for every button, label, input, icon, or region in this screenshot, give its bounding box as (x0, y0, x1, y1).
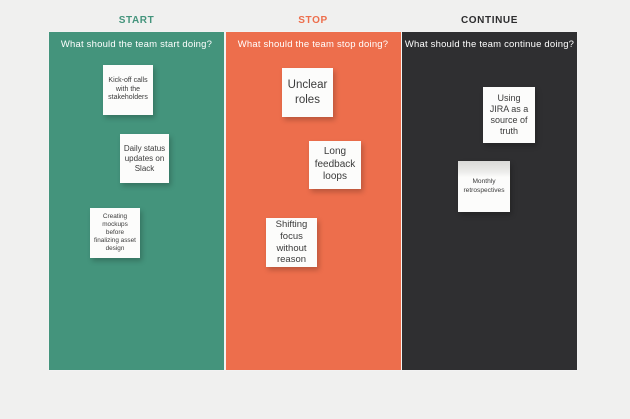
sticky-note-unclear-roles[interactable]: Unclear roles (282, 68, 333, 117)
column-label-stop: STOP (298, 15, 328, 26)
stop-column-prompt: What should the team stop doing? (237, 39, 389, 50)
sticky-note-daily-status[interactable]: Daily status updates on Slack (120, 134, 169, 183)
continue-column-prompt: What should the team continue doing? (404, 39, 575, 50)
column-label-start: START (118, 15, 155, 26)
sticky-note-monthly-retrospectives[interactable]: Monthly retrospectives (458, 161, 510, 212)
sticky-note-using-jira[interactable]: Using JIRA as a source of truth (483, 87, 535, 143)
sticky-note-kickoff-calls[interactable]: Kick-off calls with the stakeholders (103, 65, 153, 115)
column-labels-row: START STOP CONTINUE (49, 13, 577, 29)
column-label-continue: CONTINUE (460, 15, 519, 26)
sticky-note-shifting-focus[interactable]: Shifting focus without reason (266, 218, 317, 267)
sticky-note-long-feedback-loops[interactable]: Long feedback loops (309, 141, 361, 189)
retrospective-board: What should the team start doing? What s… (49, 32, 577, 370)
start-column-prompt: What should the team start doing? (60, 39, 213, 50)
sticky-note-creating-mockups[interactable]: Creating mockups before finalizing asset… (90, 208, 140, 258)
